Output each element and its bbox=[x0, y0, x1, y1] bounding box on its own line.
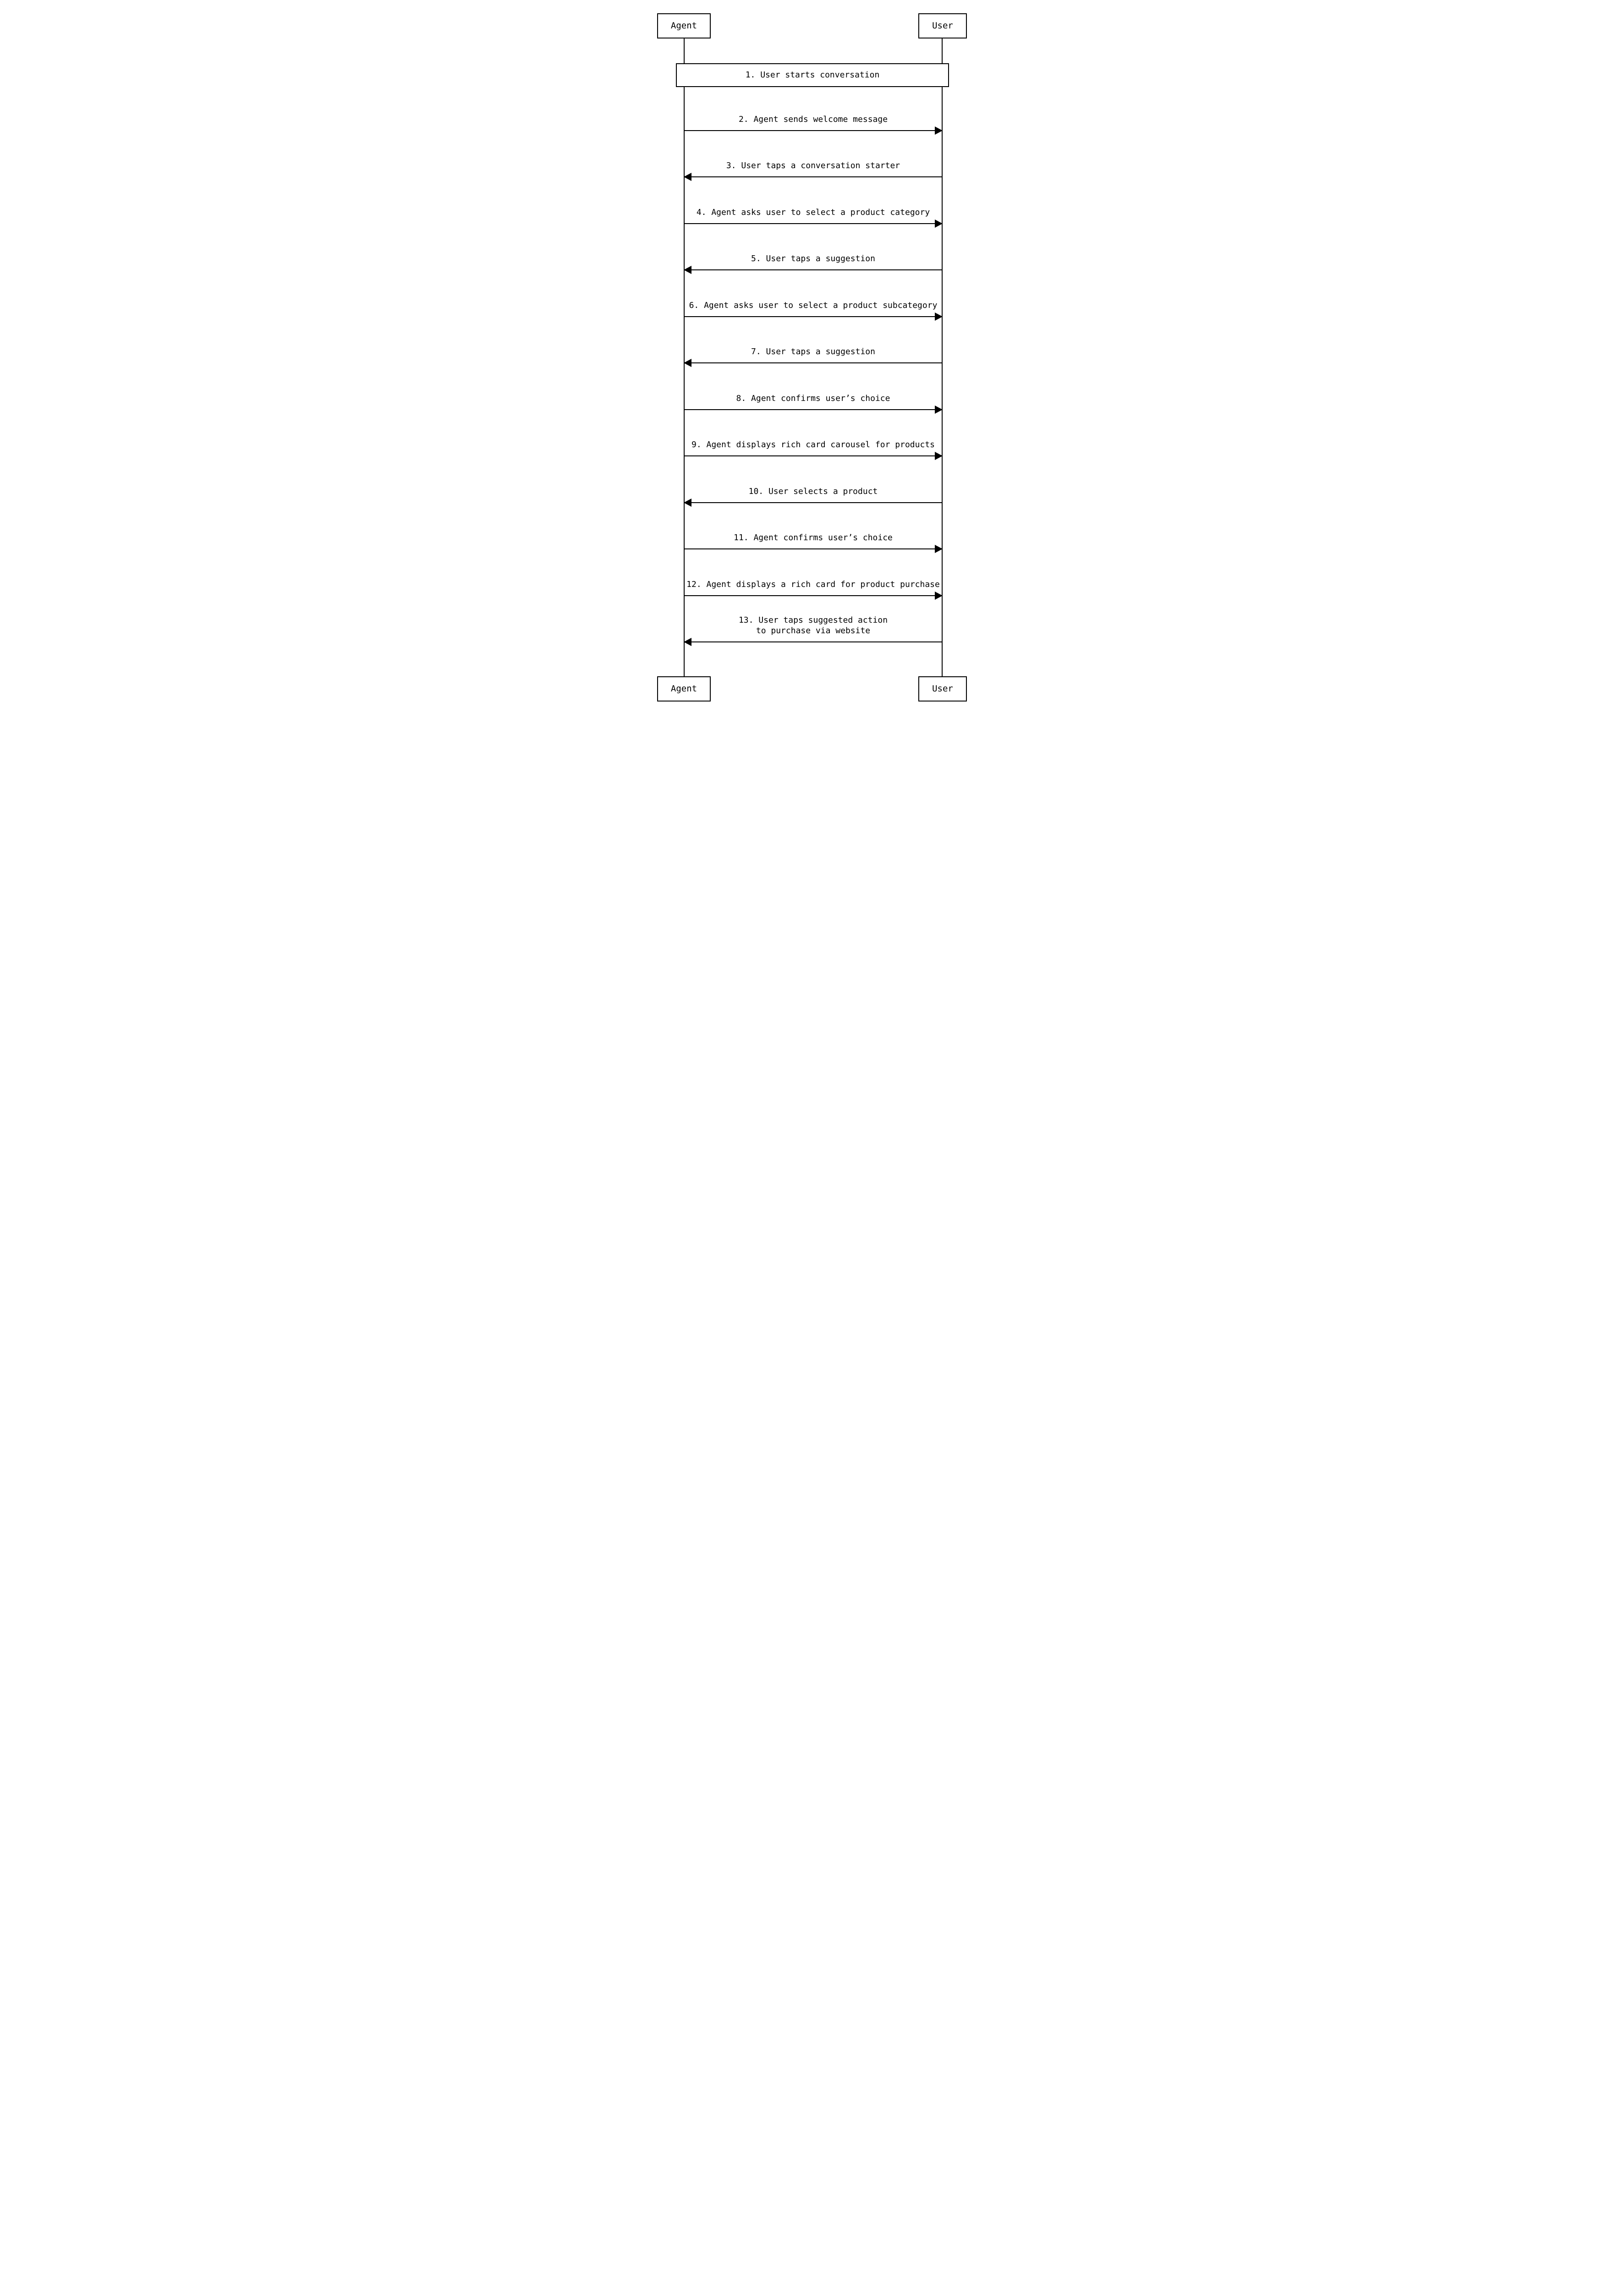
participant-user-top[interactable]: User bbox=[918, 13, 967, 38]
step-7-message[interactable]: 7. User taps a suggestion bbox=[684, 333, 942, 367]
step-12-arrow-right-icon bbox=[684, 592, 943, 600]
step-9-arrow-right-icon bbox=[684, 452, 943, 460]
step-11-arrow-right-icon bbox=[684, 545, 943, 553]
step-11-label: 11. Agent confirms user’s choice bbox=[734, 532, 893, 543]
step-6-arrow-right-icon bbox=[684, 312, 943, 321]
step-11-message[interactable]: 11. Agent confirms user’s choice bbox=[684, 519, 943, 553]
step-4-label: 4. Agent asks user to select a product c… bbox=[696, 207, 930, 217]
step-5-arrow-left-icon bbox=[684, 266, 942, 274]
participant-agent-bottom-label: Agent bbox=[670, 684, 697, 694]
step-13-message[interactable]: 13. User taps suggested action to purcha… bbox=[684, 602, 942, 646]
step-6-message[interactable]: 6. Agent asks user to select a product s… bbox=[684, 287, 943, 321]
step-8-arrow-right-icon bbox=[684, 406, 943, 414]
step-8-message[interactable]: 8. Agent confirms user’s choice bbox=[684, 380, 943, 414]
step-2-arrow-right-icon bbox=[684, 126, 943, 135]
participant-user-bottom[interactable]: User bbox=[918, 676, 967, 702]
step-4-message[interactable]: 4. Agent asks user to select a product c… bbox=[684, 194, 943, 228]
step-3-arrow-left-icon bbox=[684, 173, 942, 181]
step-13-arrow-left-icon bbox=[684, 638, 942, 646]
participant-user-bottom-label: User bbox=[932, 684, 953, 694]
step-5-message[interactable]: 5. User taps a suggestion bbox=[684, 240, 942, 274]
step-10-message[interactable]: 10. User selects a product bbox=[684, 473, 942, 507]
step-7-arrow-left-icon bbox=[684, 359, 942, 367]
step-1-label: 1. User starts conversation bbox=[745, 70, 880, 80]
participant-agent-bottom[interactable]: Agent bbox=[657, 676, 711, 702]
step-4-arrow-right-icon bbox=[684, 219, 943, 228]
step-12-label: 12. Agent displays a rich card for produ… bbox=[686, 579, 940, 589]
lifeline-user bbox=[942, 38, 943, 678]
participant-agent-top-label: Agent bbox=[670, 21, 697, 31]
step-9-label: 9. Agent displays rich card carousel for… bbox=[691, 439, 935, 449]
step-3-message[interactable]: 3. User taps a conversation starter bbox=[684, 147, 942, 181]
participant-agent-top[interactable]: Agent bbox=[657, 13, 711, 38]
lifeline-agent bbox=[684, 38, 685, 678]
step-8-label: 8. Agent confirms user’s choice bbox=[736, 393, 890, 403]
step-2-message[interactable]: 2. Agent sends welcome message bbox=[684, 101, 943, 135]
step-10-label: 10. User selects a product bbox=[748, 486, 878, 496]
step-13-label: 13. User taps suggested action to purcha… bbox=[738, 615, 888, 636]
step-3-label: 3. User taps a conversation starter bbox=[726, 160, 900, 170]
step-9-message[interactable]: 9. Agent displays rich card carousel for… bbox=[684, 426, 943, 460]
step-2-label: 2. Agent sends welcome message bbox=[738, 114, 888, 124]
participant-user-top-label: User bbox=[932, 21, 953, 31]
step-1-note-box[interactable]: 1. User starts conversation bbox=[676, 63, 949, 87]
step-10-arrow-left-icon bbox=[684, 499, 942, 507]
step-6-label: 6. Agent asks user to select a product s… bbox=[689, 300, 938, 310]
step-7-label: 7. User taps a suggestion bbox=[751, 346, 875, 356]
step-5-label: 5. User taps a suggestion bbox=[751, 253, 875, 263]
step-12-message[interactable]: 12. Agent displays a rich card for produ… bbox=[684, 566, 943, 600]
sequence-diagram: Agent User 1. User starts conversation 2… bbox=[642, 0, 982, 715]
